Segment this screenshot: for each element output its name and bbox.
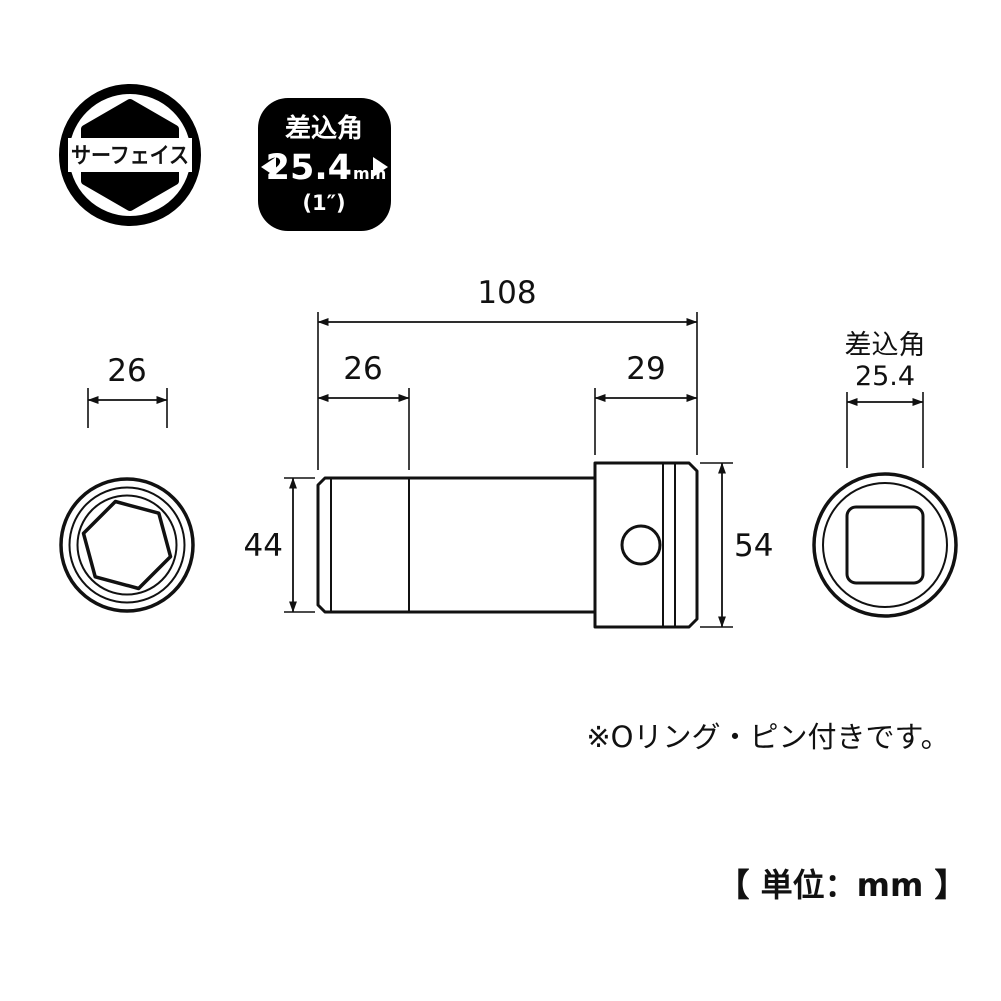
- socket-body: [316, 476, 597, 614]
- dim-total-length-value: 108: [477, 275, 536, 311]
- rear-outer-circle: [812, 472, 958, 618]
- dim-body-diameter: 44: [244, 477, 315, 613]
- dim-front-width: 26: [87, 353, 168, 428]
- arrow-left-icon: [261, 157, 276, 177]
- surface-badge: サーフェイス: [59, 84, 201, 226]
- square-drive-hole: [845, 505, 925, 585]
- drive-size-badge: 差込角 25.4 mm (1″): [258, 98, 391, 231]
- rear-inner-circle: [822, 482, 948, 608]
- drive-size-badge-unit: mm: [353, 164, 386, 183]
- unit-note: 【 単位：mm 】: [718, 866, 967, 904]
- surface-badge-band: [68, 138, 192, 172]
- dim-drive-length-value: 29: [626, 351, 665, 387]
- dim-bore-depth: 26: [317, 351, 410, 470]
- front-mid-circle: [68, 486, 186, 604]
- hex-opening-icon: [81, 499, 173, 591]
- drive-size-badge-inch: (1″): [302, 191, 345, 215]
- oring-note: ※Oリング・ピン付きです。: [586, 720, 949, 754]
- drive-size-badge-title: 差込角: [285, 113, 363, 144]
- side-view: 108 26 29 44 54: [244, 275, 773, 629]
- dim-square-drive-value: 25.4: [855, 361, 915, 392]
- arrow-right-icon: [373, 157, 388, 177]
- dim-square-drive-label: 差込角: [845, 330, 926, 361]
- rear-view: 差込角 25.4: [812, 330, 958, 618]
- pin-hole: [620, 524, 662, 566]
- dim-total-length: 108: [317, 275, 698, 470]
- surface-badge-label: サーフェイス: [71, 144, 189, 169]
- dim-bore-depth-value: 26: [343, 351, 382, 387]
- drive-size-badge-value: 25.4: [266, 148, 352, 188]
- dim-front-width-value: 26: [107, 353, 146, 389]
- front-inner-circle: [76, 494, 178, 596]
- dim-body-diameter-value: 44: [244, 528, 283, 564]
- drive-size-badge-bg: [258, 98, 391, 231]
- dim-drive-diameter-value: 54: [734, 528, 773, 564]
- drive-section: [593, 461, 699, 629]
- dim-drive-length: 29: [594, 351, 698, 455]
- dim-drive-diameter: 54: [700, 462, 773, 628]
- front-outer-circle: [59, 477, 195, 613]
- front-view: 26: [59, 353, 195, 613]
- dim-square-drive: 差込角 25.4: [845, 330, 926, 468]
